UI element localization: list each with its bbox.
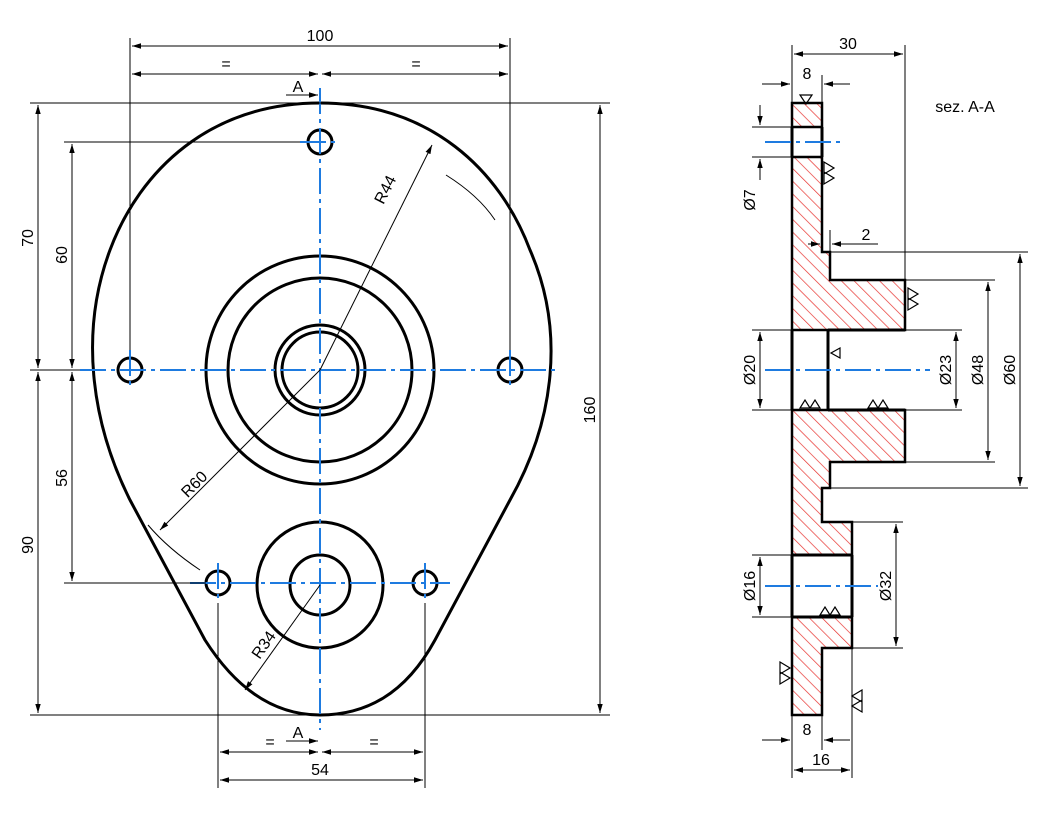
dim-thickness-total: 30 (839, 36, 857, 53)
radius-arc-top (445, 174, 496, 221)
surface-finish-icon (798, 398, 822, 409)
section-hatch-middle (790, 408, 907, 557)
leader-r60 (159, 369, 321, 531)
dim-lower-boss: Ø32 (878, 571, 895, 601)
section-view: sez. A-A 30 8 Ø7 2 (742, 36, 1028, 778)
surface-finish-icon (829, 346, 841, 360)
dim-step: 2 (862, 227, 871, 244)
section-hatch-top (790, 101, 824, 129)
surface-finish-icon (907, 286, 920, 312)
surface-finish-icon (779, 660, 792, 686)
section-mark-bottom: A (293, 725, 304, 742)
dim-equal-left: = (221, 56, 230, 73)
dim-lower-boss-thickness: 16 (812, 752, 830, 769)
dim-width-total: 100 (307, 28, 334, 45)
dim-radius-top: R44 (372, 173, 401, 207)
dim-equal-bottom-left: = (265, 734, 274, 751)
section-title: sez. A-A (935, 99, 995, 116)
dim-equal-right: = (411, 56, 420, 73)
section-mark-top: A (293, 79, 304, 96)
dim-bore-inner: Ø20 (742, 355, 759, 385)
front-view: 100 = = A A 70 90 60 56 160 R44 R60 (20, 28, 610, 788)
dim-lower-bore: Ø16 (742, 571, 759, 601)
leader-r34 (244, 584, 321, 691)
section-hatch-lower (790, 615, 854, 717)
dim-height-upper: 70 (20, 229, 37, 247)
surface-finish-icon (818, 605, 842, 616)
dim-bore-outer: Ø23 (938, 355, 955, 385)
dim-radius-side: R60 (178, 468, 211, 501)
dim-flange-diameter: Ø60 (1002, 355, 1019, 385)
dim-thickness-bottom: 8 (803, 722, 812, 739)
bore-edge-main (790, 328, 905, 412)
surface-finish-icon (823, 160, 836, 186)
dim-hole-spacing-upper: 60 (54, 246, 71, 264)
dim-hole-small: Ø7 (742, 189, 759, 210)
radius-arc-side (147, 524, 201, 571)
dim-height-total: 160 (582, 397, 599, 424)
dim-equal-bottom-right: = (369, 734, 378, 751)
leader-r44 (319, 144, 433, 371)
dim-boss-diameter: Ø48 (970, 355, 987, 385)
dim-bottom-width: 54 (311, 762, 329, 779)
bore-edge-lower (790, 553, 854, 619)
dim-hole-spacing-lower: 56 (54, 469, 71, 487)
surface-finish-icon (798, 94, 814, 106)
dim-radius-bottom: R34 (249, 628, 280, 662)
dim-height-lower: 90 (20, 536, 37, 554)
dim-thickness-top: 8 (803, 66, 812, 83)
surface-finish-icon (866, 398, 890, 409)
surface-finish-icon (850, 688, 863, 714)
